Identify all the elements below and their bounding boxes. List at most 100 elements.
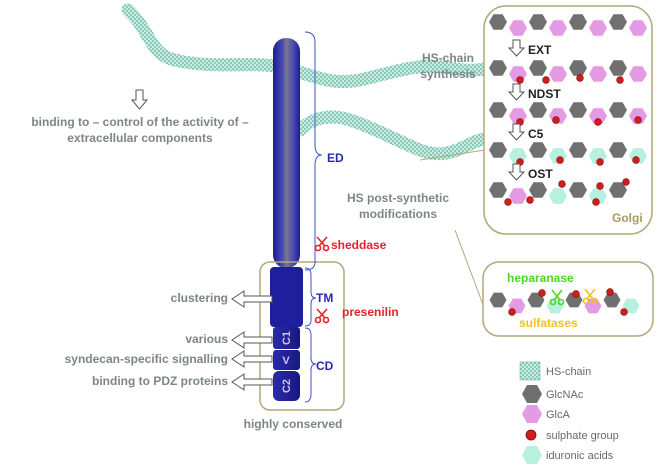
tm-label: TM: [316, 291, 333, 305]
sugar-hexagon: [489, 14, 507, 30]
ed-brace: [304, 31, 323, 271]
sulphate-dot: [620, 308, 628, 316]
legend-label: iduronic acids: [546, 450, 614, 462]
down-arrow-icon: [507, 163, 526, 181]
left-arrow-icon: [231, 290, 273, 308]
sugar-hexagon: [609, 14, 627, 30]
legend-label: sulphate group: [546, 430, 619, 442]
hs-synthesis-line2: synthesis: [420, 67, 476, 81]
sugar-hexagon: [569, 60, 587, 76]
sugar-hexagon: [509, 188, 527, 204]
sheddase-label: sheddase: [331, 238, 387, 252]
cyan-hexagon-icon: [522, 446, 542, 464]
sulphate-dot: [594, 118, 602, 126]
presenilin-label: presenilin: [342, 305, 399, 319]
hs-post-line2: modifications: [359, 207, 437, 221]
heparanase-label: heparanase: [507, 271, 574, 285]
binding-text-line1: binding to – control of the activity of …: [31, 115, 249, 129]
sugar-hexagon: [609, 60, 627, 76]
sugar-hexagon: [489, 60, 507, 76]
hs-synthesis-line1: HS-chain: [422, 51, 474, 65]
sulphate-dot: [632, 156, 640, 164]
c1-domain: [273, 327, 300, 349]
legend-label: GlcA: [546, 409, 571, 421]
sugar-hexagon: [589, 66, 607, 82]
various-label: various: [185, 332, 228, 346]
legend-label: GlcNAc: [546, 389, 584, 401]
sulfatases-label: sulfatases: [519, 316, 578, 330]
sulphate-dot: [516, 76, 524, 84]
sugar-hexagon: [629, 20, 647, 36]
sulphate-dot: [572, 290, 580, 298]
heparanase-chain: [489, 288, 640, 316]
v-label: V: [282, 355, 290, 367]
sugar-hexagon: [589, 108, 607, 124]
sugar-hexagon: [549, 188, 567, 204]
sugar-hexagon: [609, 182, 627, 198]
sugar-hexagon: [489, 292, 507, 308]
highly-conserved-label: highly conserved: [244, 417, 343, 431]
down-arrow-icon: [507, 83, 526, 101]
sugar-hexagon: [529, 102, 547, 118]
sugar-hexagon: [609, 142, 627, 158]
cd-label: CD: [316, 359, 334, 373]
binding-text-line2: extracellular components: [67, 131, 213, 145]
sulphate-dot: [606, 288, 614, 296]
golgi-box: [483, 5, 653, 235]
clustering-label: clustering: [171, 291, 228, 305]
red-dot-icon: [525, 429, 537, 441]
hs-chain-swatch-icon: [519, 361, 541, 381]
sulphate-dot: [552, 116, 560, 124]
down-arrow-icon: [130, 89, 149, 110]
ndst-label: NDST: [528, 87, 561, 101]
scissors-icon: [549, 289, 565, 306]
pink-hexagon-icon: [522, 405, 542, 423]
ed-label: ED: [327, 151, 344, 165]
v-domain: [273, 350, 300, 370]
sulphate-dot: [556, 156, 564, 164]
hs-chain-top: [121, 3, 512, 89]
sugar-hexagon: [489, 182, 507, 198]
legend-label: HS-chain: [546, 366, 591, 378]
sugar-hexagon: [629, 108, 647, 124]
sulphate-dot: [592, 198, 600, 206]
sugar-hexagon: [489, 142, 507, 158]
transmembrane-domain: [270, 267, 303, 327]
ext-label: EXT: [528, 43, 552, 57]
scissors-icon: [314, 308, 330, 324]
grey-hexagon-icon: [522, 385, 542, 403]
sulphate-dot: [542, 76, 550, 84]
sugar-hexagon: [509, 20, 527, 36]
ost-label: OST: [528, 167, 553, 181]
sulphate-dot: [616, 76, 624, 84]
scissors-icon: [582, 288, 598, 305]
legend: HS-chain GlcNAc GlcA sulphate group idur…: [519, 361, 619, 464]
sugar-hexagon: [529, 182, 547, 198]
golgi-chain-rows: [489, 14, 647, 206]
sugar-hexagon: [569, 142, 587, 158]
sulphate-dot: [538, 289, 546, 297]
sugar-hexagon: [569, 182, 587, 198]
cd-brace: [304, 327, 317, 403]
c2-domain: [273, 371, 300, 401]
sugar-hexagon: [629, 66, 647, 82]
tm-brace: [304, 267, 317, 327]
sulphate-dot: [634, 116, 642, 124]
sugar-hexagon: [549, 66, 567, 82]
c1-label: C1: [281, 331, 293, 345]
sugar-hexagon: [489, 102, 507, 118]
sugar-hexagon: [529, 60, 547, 76]
sulphate-dot: [526, 196, 534, 204]
c5-label: C5: [528, 127, 544, 141]
sulphate-dot: [508, 308, 516, 316]
c2-label: C2: [281, 379, 293, 393]
highly-conserved-box: [259, 261, 345, 411]
left-arrow-icon: [231, 373, 273, 391]
pdz-label: binding to PDZ proteins: [92, 374, 228, 388]
left-arrow-icon: [231, 331, 273, 349]
sugar-hexagon: [527, 292, 545, 308]
sulphate-dot: [504, 198, 512, 206]
golgi-label: Golgi: [612, 211, 643, 225]
sugar-hexagon: [603, 292, 621, 308]
left-arrow-icon: [231, 350, 273, 368]
